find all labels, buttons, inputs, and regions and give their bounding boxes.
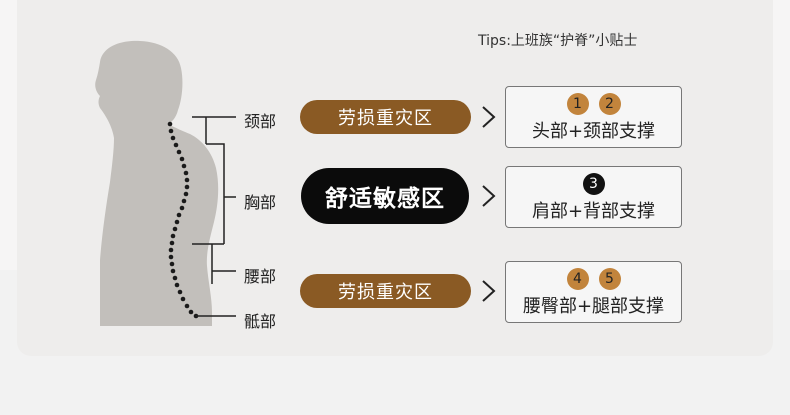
- tips-title: Tips:上班族“护脊”小贴士: [478, 33, 638, 49]
- label-neck: 颈部: [244, 112, 277, 131]
- label-chest: 胸部: [244, 193, 277, 212]
- support-box-shoulder-back: 3 肩部+背部支撑: [505, 166, 682, 228]
- chevron-right-icon: [482, 185, 496, 207]
- label-sacrum: 骶部: [244, 312, 277, 331]
- region-brackets: [192, 116, 236, 317]
- human-silhouette: [95, 40, 219, 327]
- support-label: 腰臀部+腿部支撑: [522, 296, 665, 317]
- strain-zone-pill: 劳损重灾区: [300, 100, 471, 134]
- number-badge: 3: [582, 173, 605, 195]
- support-label: 头部+颈部支撑: [531, 121, 656, 142]
- chevron-right-icon: [482, 106, 496, 128]
- spine-dots: [167, 121, 199, 319]
- strain-zone-pill: 劳损重灾区: [300, 274, 471, 308]
- number-badge: 4: [566, 268, 589, 290]
- number-badge: 5: [598, 268, 621, 290]
- support-box-waist-leg: 4 5 腰臀部+腿部支撑: [505, 261, 682, 323]
- comfort-zone-pill: 舒适敏感区: [301, 168, 469, 224]
- support-box-head-neck: 1 2 头部+颈部支撑: [505, 86, 682, 148]
- number-badge: 2: [598, 93, 621, 115]
- label-waist: 腰部: [244, 267, 277, 286]
- support-label: 肩部+背部支撑: [531, 201, 656, 222]
- number-badge: 1: [566, 93, 589, 115]
- chevron-right-icon: [482, 280, 496, 302]
